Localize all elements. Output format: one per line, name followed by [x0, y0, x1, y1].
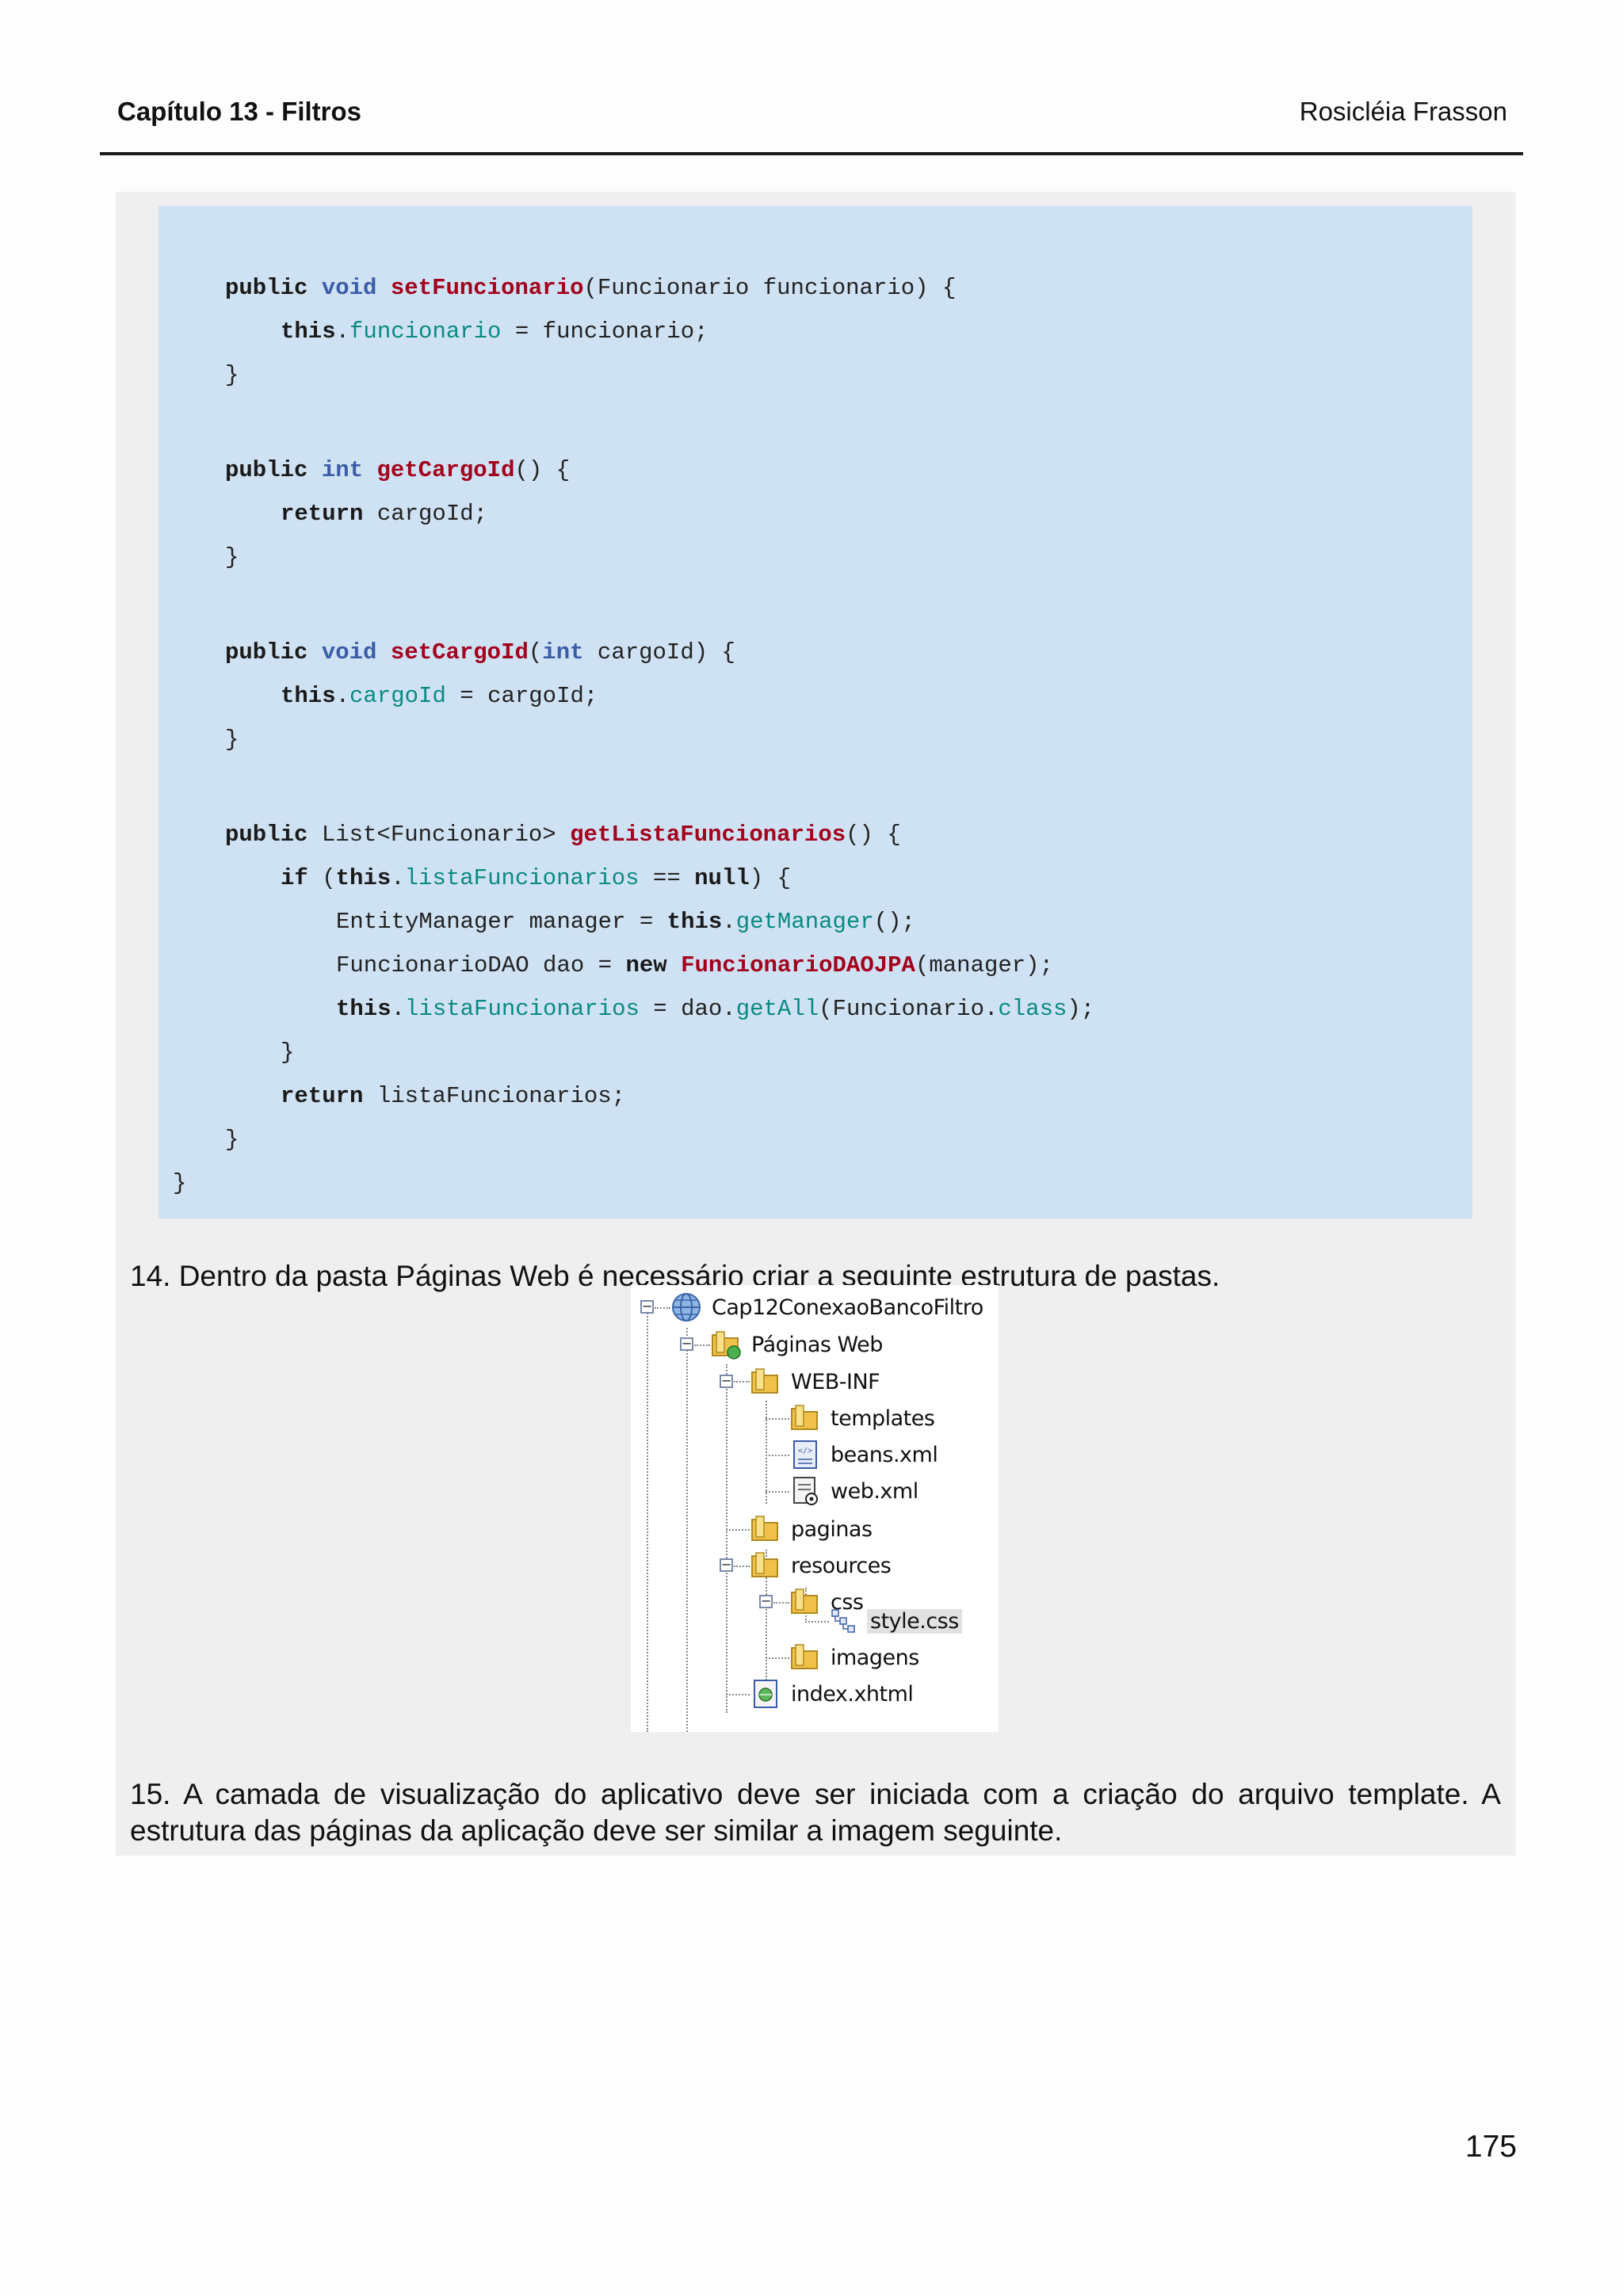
css-file-icon — [831, 1609, 855, 1633]
folder-icon — [751, 1552, 778, 1577]
tree-item[interactable]: paginas — [750, 1512, 876, 1547]
code-line: } — [281, 1039, 295, 1066]
tree-guide — [686, 1328, 688, 1732]
tree-item[interactable]: templates — [789, 1401, 938, 1436]
collapse-toggle[interactable]: − — [640, 1299, 654, 1314]
code-line: this.cargoId = cargoId; — [281, 683, 598, 709]
tree-guide — [655, 1307, 670, 1309]
code-block: public void setFuncionario(Funcionario f… — [158, 206, 1472, 1219]
tree-guide — [766, 1657, 789, 1659]
code-line: public void setFuncionario(Funcionario f… — [225, 275, 957, 301]
tree-guide — [766, 1418, 789, 1420]
code-line: } — [225, 362, 239, 388]
web-folder-icon — [712, 1331, 741, 1360]
tree-item-label: beans.xml — [831, 1442, 938, 1467]
tree-item-label: Cap12ConexaoBancoFiltro — [712, 1295, 983, 1320]
tree-guide — [734, 1566, 750, 1567]
tree-item[interactable]: index.xhtml — [750, 1676, 916, 1711]
folder-icon — [791, 1589, 818, 1614]
tree-guide — [805, 1621, 829, 1623]
code-line: return cargoId; — [281, 501, 488, 527]
config-file-icon — [793, 1477, 818, 1505]
tree-item-label: web.xml — [831, 1478, 918, 1504]
code-line: } — [225, 544, 239, 570]
code-line: this.funcionario = funcionario; — [281, 318, 708, 345]
tree-guide — [766, 1491, 789, 1493]
tree-item-label: index.xhtml — [791, 1681, 914, 1707]
tree-item-label: style.css — [867, 1608, 962, 1634]
tree-item-label: WEB-INF — [791, 1369, 880, 1394]
tree-item[interactable]: imagens — [789, 1640, 922, 1675]
tree-guide — [726, 1529, 750, 1531]
code-line: EntityManager manager = this.getManager(… — [336, 909, 915, 935]
tree-item-label: Páginas Web — [751, 1332, 883, 1357]
tree-item-label: imagens — [831, 1645, 919, 1670]
collapse-toggle[interactable]: − — [720, 1557, 733, 1572]
page-header: Capítulo 13 - Filtros Rosicléia Frasson — [100, 92, 1523, 155]
xhtml-file-icon — [754, 1680, 777, 1708]
tree-guide — [647, 1307, 648, 1732]
code-line: public int getCargoId() { — [225, 457, 571, 483]
step-15-text: 15. A camada de visualização do aplicati… — [130, 1778, 1501, 1847]
code-line: } — [225, 727, 239, 753]
tree-item[interactable]: Cap12ConexaoBancoFiltro — [670, 1290, 987, 1325]
folder-icon — [791, 1405, 818, 1430]
chapter-title: Capítulo 13 - Filtros — [117, 97, 362, 126]
tree-guide — [766, 1401, 767, 1504]
globe-project-icon — [672, 1293, 701, 1322]
tree-item[interactable]: WEB-INF — [750, 1364, 883, 1399]
tree-item[interactable]: style.css — [829, 1604, 962, 1638]
xml-file-icon: </> — [793, 1440, 817, 1469]
tree-guide — [734, 1381, 750, 1383]
collapse-toggle[interactable]: − — [680, 1336, 693, 1351]
tree-item[interactable]: resources — [750, 1548, 894, 1583]
folder-icon — [751, 1516, 778, 1541]
tree-item[interactable]: </> beans.xml — [789, 1437, 941, 1472]
tree-item-label: templates — [831, 1405, 935, 1431]
svg-text:</>: </> — [798, 1447, 812, 1455]
project-tree: − Cap12ConexaoBancoFiltro − Páginas Web … — [631, 1285, 999, 1732]
author-name: Rosicléia Frasson — [1299, 97, 1507, 126]
collapse-toggle[interactable]: − — [759, 1593, 773, 1608]
code-line: this.listaFuncionarios = dao.getAll(Func… — [336, 996, 1095, 1022]
folder-icon — [751, 1368, 778, 1394]
tree-item[interactable]: web.xml — [789, 1474, 922, 1508]
collapse-toggle[interactable]: − — [720, 1373, 733, 1388]
tree-guide — [694, 1344, 710, 1346]
tree-guide — [766, 1455, 789, 1456]
tree-guide — [726, 1694, 750, 1695]
page-number: 175 — [1465, 2130, 1517, 2164]
code-line: } — [225, 1127, 239, 1153]
tree-item-label: paginas — [791, 1516, 873, 1542]
code-line: public void setCargoId(int cargoId) { — [225, 639, 735, 666]
tree-guide — [773, 1602, 789, 1604]
tree-guide — [726, 1364, 727, 1713]
code-line: return listaFuncionarios; — [281, 1083, 626, 1109]
code-line: } — [173, 1170, 187, 1196]
tree-guide — [766, 1550, 767, 1689]
tree-item[interactable]: Páginas Web — [710, 1327, 886, 1362]
folder-icon — [791, 1644, 818, 1669]
tree-item-label: resources — [791, 1553, 892, 1578]
code-line: public List<Funcionario> getListaFuncion… — [225, 822, 901, 848]
code-line: if (this.listaFuncionarios == null) { — [281, 865, 791, 891]
code-line: FuncionarioDAO dao = new FuncionarioDAOJ… — [336, 952, 1053, 978]
